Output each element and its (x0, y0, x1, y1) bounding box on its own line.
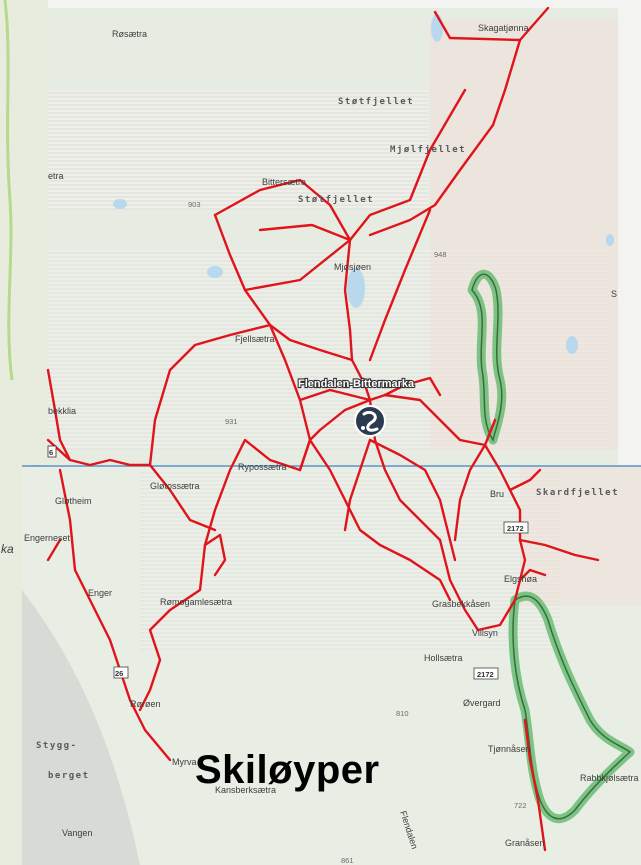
label-glotossaetra: Gløtossætra (150, 481, 200, 491)
label-granasen: Granåsen (505, 838, 545, 848)
label-bekklia: bekklia (48, 406, 76, 416)
road-2172-b: 2172 (477, 670, 494, 679)
green-highlight-trail-2-core (512, 595, 632, 820)
label-hollsaetra: Hollsætra (424, 653, 463, 663)
label-ka: ka (1, 542, 14, 556)
green-highlight-trail-1-core (471, 273, 503, 442)
label-berget: berget (48, 771, 90, 781)
road-2172-a: 2172 (507, 524, 524, 533)
elev-931: 931 (225, 417, 238, 426)
label-grasbekkasen: Grasbekkåsen (432, 599, 490, 609)
label-s: S (611, 289, 617, 299)
label-romogamlesaetra: Rømogamlesætra (160, 597, 232, 607)
hatch-area-1 (48, 90, 428, 210)
label-overgard: Øvergard (463, 698, 501, 708)
place-labels: Røsætra Skagatjønna Støtfjellet Mjølfjel… (1, 23, 639, 850)
label-myrva: Myrva (172, 757, 197, 767)
label-enger: Enger (88, 588, 112, 598)
label-stotfjellet-2: Støtfjellet (298, 194, 374, 205)
elev-903: 903 (188, 200, 201, 209)
label-skardfjellet: Skardfjellet (536, 487, 619, 498)
label-stygg: Stygg- (36, 741, 78, 751)
label-roroen: Rørøen (130, 699, 161, 709)
label-kansberksaetra: Kansberksætra (215, 785, 276, 795)
label-bittersaetra: Bittersætra (262, 177, 306, 187)
map-title: Skiløyper (195, 748, 380, 792)
label-villsyn: Villsyn (472, 628, 498, 638)
label-fjellsaetra: Fjellsætra (235, 334, 275, 344)
pink-area (430, 20, 618, 450)
label-six: 6 (49, 448, 53, 457)
label-vangen: Vangen (62, 828, 92, 838)
label-mjolfjellet: Mjølfjellet (390, 144, 466, 155)
label-rabbkjolsaetra: Rabbkjølsætra (580, 773, 639, 783)
label-etra: etra (48, 171, 64, 181)
skisporet-logo-icon[interactable] (354, 405, 386, 437)
label-engerneset: Engerneset (24, 533, 71, 543)
label-bru: Bru (490, 489, 504, 499)
pink-area-2 (520, 466, 641, 606)
label-stotfjellet: Støtfjellet (338, 96, 414, 107)
label-mjosjoen: Mjøsjøen (334, 262, 371, 272)
label-rosaetra: Røsætra (112, 29, 147, 39)
label-skagatjonna: Skagatjønna (478, 23, 529, 33)
label-elgshoa: Elgshøa (504, 574, 537, 584)
road-26: 26 (115, 669, 123, 678)
elev-722: 722 (514, 801, 527, 810)
left-strip-green-line (3, 0, 14, 381)
road-shields: 2172 2172 26 (113, 521, 529, 680)
elev-810: 810 (396, 709, 409, 718)
elev-861: 861 (341, 856, 354, 865)
label-tjonnasen: Tjønnåsen (488, 744, 531, 754)
label-flendalen-bittermarka: Flendalen-Bittermarka (298, 378, 415, 390)
label-rypossaetra: Rypossætra (238, 462, 287, 472)
hillshade-left (22, 590, 140, 865)
elevation-labels: 903 948 931 810 722 861 (188, 200, 527, 865)
elev-948: 948 (434, 250, 447, 259)
label-glotheim: Gløtheim (55, 496, 92, 506)
